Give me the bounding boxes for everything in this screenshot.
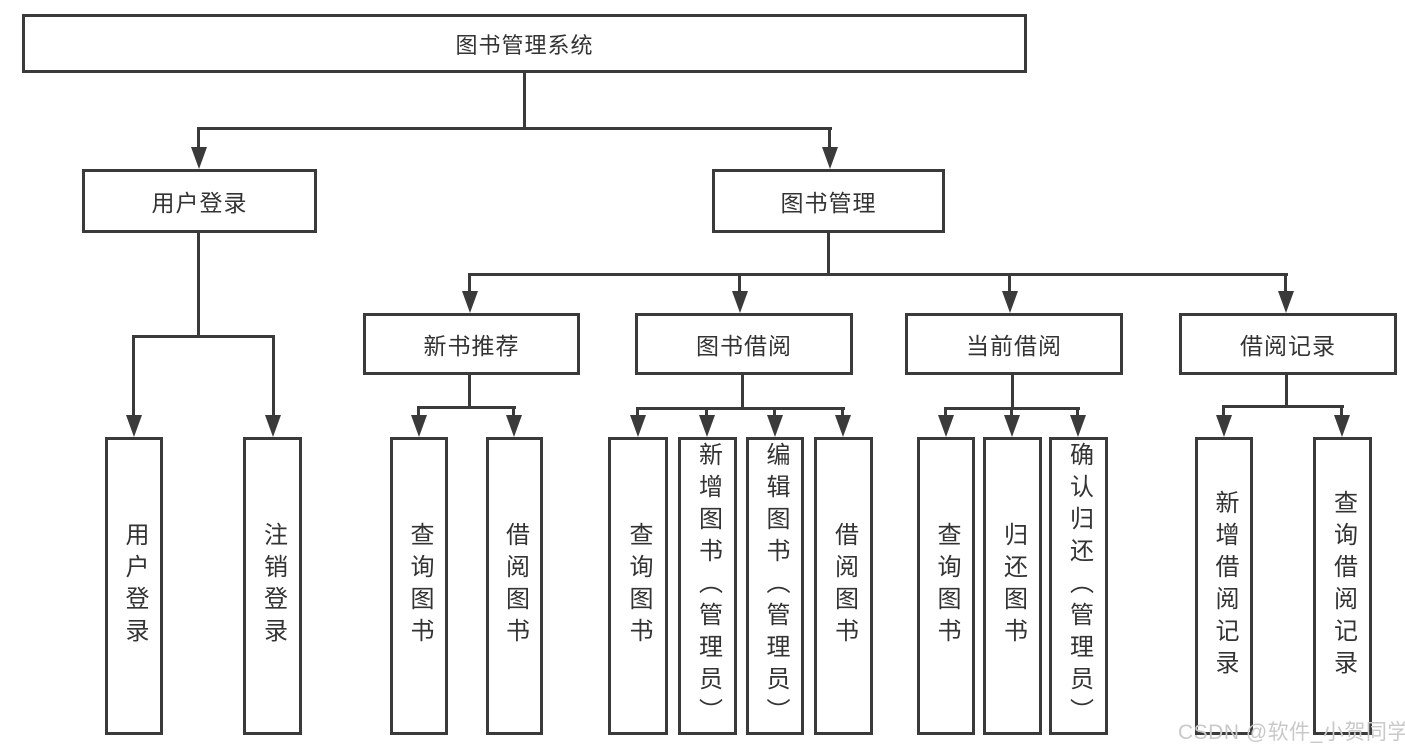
leaf-add-books-admin: 新增图书（管理员） — [678, 437, 737, 735]
leaf-query-books-1-label: 查询图书 — [406, 522, 433, 650]
leaf-query-books-2: 查询图书 — [608, 437, 668, 735]
connector-vline — [1008, 273, 1011, 293]
connector-vline — [944, 407, 947, 417]
arrow-down-icon — [938, 415, 954, 437]
connector-hline — [468, 273, 1288, 276]
arrow-down-icon — [1070, 415, 1086, 437]
leaf-edit-books-admin: 编辑图书（管理员） — [746, 437, 804, 735]
leaf-query-books-1: 查询图书 — [390, 437, 448, 735]
connector-vline — [417, 406, 420, 417]
arrow-down-icon — [506, 415, 522, 437]
leaf-query-borrow-record: 查询借阅记录 — [1313, 437, 1372, 735]
connector-vline — [468, 273, 471, 293]
connector-vline — [841, 407, 844, 417]
node-user-login: 用户登录 — [82, 169, 317, 233]
connector-vline — [827, 230, 830, 275]
leaf-query-borrow-record-label: 查询借阅记录 — [1329, 490, 1357, 682]
connector-vline — [636, 407, 639, 417]
node-current-borrowing-label: 当前借阅 — [966, 333, 1062, 359]
connector-vline — [738, 273, 741, 293]
connector-vline — [1076, 407, 1079, 417]
node-root-label: 图书管理系统 — [455, 32, 594, 58]
leaf-return-books: 归还图书 — [983, 437, 1042, 735]
connector-vline — [1010, 407, 1013, 417]
arrow-down-icon — [630, 415, 646, 437]
connector-hline — [1222, 405, 1344, 408]
connector-vline — [1222, 405, 1225, 417]
leaf-borrow-books-1-label: 借阅图书 — [501, 522, 529, 650]
connector-hline — [417, 406, 516, 409]
leaf-user-login-label: 用户登录 — [121, 522, 148, 650]
arrow-down-icon — [1004, 415, 1020, 437]
leaf-query-books-3-label: 查询图书 — [933, 522, 960, 650]
leaf-user-login: 用户登录 — [105, 437, 163, 735]
node-user-login-label: 用户登录 — [151, 190, 248, 216]
leaf-query-books-2-label: 查询图书 — [625, 522, 652, 650]
connector-vline — [197, 127, 200, 149]
arrow-down-icon — [411, 415, 427, 437]
leaf-return-books-label: 归还图书 — [999, 522, 1027, 650]
connector-hline — [636, 407, 845, 410]
arrow-down-icon — [699, 415, 715, 437]
arrow-down-icon — [191, 147, 207, 169]
connector-vline — [468, 373, 471, 408]
leaf-borrow-books-1: 借阅图书 — [486, 437, 543, 735]
leaf-add-books-admin-label: 新增图书（管理员） — [694, 442, 722, 730]
arrow-down-icon — [265, 415, 281, 437]
arrow-down-icon — [732, 291, 748, 313]
arrow-down-icon — [822, 147, 838, 169]
connector-hline — [197, 127, 832, 130]
leaf-add-borrow-record: 新增借阅记录 — [1195, 437, 1253, 735]
node-new-book-recommend: 新书推荐 — [363, 313, 580, 375]
connector-vline — [512, 406, 515, 417]
node-root: 图书管理系统 — [22, 14, 1027, 73]
leaf-logout-label: 注销登录 — [259, 522, 287, 650]
arrow-down-icon — [1278, 291, 1294, 313]
node-book-borrowing-label: 图书借阅 — [696, 333, 792, 359]
node-borrowing-records: 借阅记录 — [1179, 313, 1397, 375]
csdn-watermark: CSDN @软件_小贺同学 — [1178, 721, 1405, 744]
connector-vline — [705, 407, 708, 417]
leaf-add-borrow-record-label: 新增借阅记录 — [1211, 490, 1238, 682]
node-book-borrowing: 图书借阅 — [635, 313, 853, 375]
connector-vline — [197, 231, 200, 337]
connector-vline — [272, 335, 275, 417]
arrow-down-icon — [126, 415, 142, 437]
leaf-logout: 注销登录 — [243, 437, 302, 735]
connector-vline — [828, 127, 831, 149]
leaf-borrow-books-2-label: 借阅图书 — [830, 522, 858, 650]
node-new-book-recommend-label: 新书推荐 — [423, 333, 520, 359]
connector-vline — [773, 407, 776, 417]
connector-vline — [1340, 405, 1343, 417]
connector-vline — [1285, 373, 1288, 407]
connector-vline — [741, 373, 744, 409]
connector-vline — [1284, 273, 1287, 293]
leaf-edit-books-admin-label: 编辑图书（管理员） — [762, 442, 789, 730]
node-book-management-label: 图书管理 — [780, 190, 877, 216]
connector-vline — [523, 71, 526, 129]
arrow-down-icon — [1334, 415, 1350, 437]
node-current-borrowing: 当前借阅 — [905, 313, 1123, 375]
arrow-down-icon — [462, 291, 478, 313]
arrow-down-icon — [767, 415, 783, 437]
arrow-down-icon — [835, 415, 851, 437]
node-book-management: 图书管理 — [712, 169, 945, 233]
arrow-down-icon — [1002, 291, 1018, 313]
arrow-down-icon — [1216, 415, 1232, 437]
connector-hline — [132, 335, 275, 338]
leaf-confirm-return-admin: 确认归还（管理员） — [1049, 437, 1108, 735]
node-borrowing-records-label: 借阅记录 — [1240, 333, 1336, 359]
connector-vline — [1011, 373, 1014, 409]
leaf-query-books-3: 查询图书 — [917, 437, 975, 735]
leaf-confirm-return-admin-label: 确认归还（管理员） — [1065, 442, 1093, 730]
connector-vline — [132, 335, 135, 417]
leaf-borrow-books-2: 借阅图书 — [814, 437, 873, 735]
